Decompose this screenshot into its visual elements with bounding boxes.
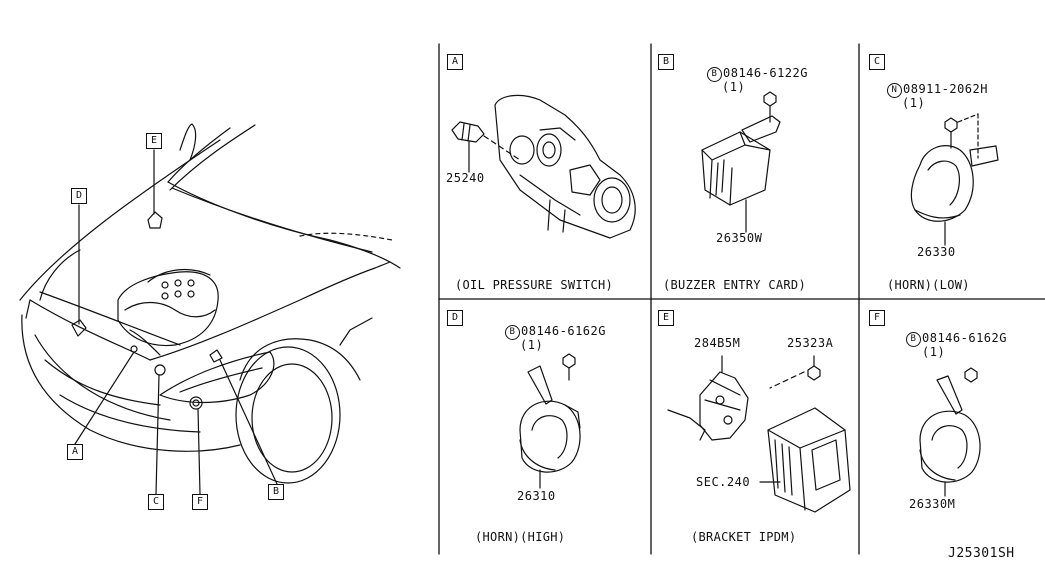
panel-e-part-bracket: 284B5M — [694, 336, 741, 350]
panel-b-letter: B — [658, 54, 674, 70]
panel-f-letter: F — [869, 310, 885, 326]
callout-f[interactable]: F — [192, 494, 208, 510]
panel-b-qty: (1) — [722, 80, 746, 94]
callout-d[interactable]: D — [71, 188, 87, 204]
callout-b[interactable]: B — [268, 484, 284, 500]
car-drawing — [20, 124, 400, 494]
panel-a-drawing — [452, 95, 635, 238]
panel-f-bolt-number: 08146-6162G — [922, 331, 1007, 345]
panel-d-qty: (1) — [520, 338, 544, 352]
panel-d-letter: D — [447, 310, 463, 326]
panel-c-bolt-number: 08911-2062H — [903, 82, 988, 96]
panel-a-letter: A — [447, 54, 463, 70]
callout-a[interactable]: A — [67, 444, 83, 460]
panel-a-part-number: 25240 — [446, 171, 485, 185]
panel-e-part-bolt: 25323A — [787, 336, 834, 350]
panel-c-part-number: 26330 — [917, 245, 956, 259]
panel-c-drawing — [911, 114, 998, 245]
panel-e-letter: E — [658, 310, 674, 326]
panel-f-part-number: 26330M — [909, 497, 956, 511]
panel-d-bolt-number: 08146-6162G — [521, 324, 606, 338]
panel-c-qty: (1) — [902, 96, 926, 110]
panel-b-bolt-number: 08146-6122G — [723, 66, 808, 80]
panel-e-part-sec: SEC.240 — [696, 475, 751, 489]
panel-f-qty: (1) — [922, 345, 946, 359]
panel-b-drawing — [702, 92, 780, 232]
panel-b-bolt-prefix: B — [707, 67, 722, 82]
panel-d-drawing — [520, 354, 580, 488]
panel-c-caption: (HORN)(LOW) — [887, 278, 970, 292]
callout-e[interactable]: E — [146, 133, 162, 149]
diagram-id: J25301SH — [948, 546, 1015, 561]
panel-d-bolt-prefix: B — [505, 325, 520, 340]
panel-e-caption: (BRACKET IPDM) — [691, 530, 797, 544]
panel-b-part-number: 26350W — [716, 231, 763, 245]
panel-f-bolt-prefix: B — [906, 332, 921, 347]
callout-c[interactable]: C — [148, 494, 164, 510]
panel-d-caption: (HORN)(HIGH) — [475, 530, 566, 544]
panel-a-caption: (OIL PRESSURE SWITCH) — [455, 278, 614, 292]
panel-b-caption: (BUZZER ENTRY CARD) — [663, 278, 806, 292]
panel-c-letter: C — [869, 54, 885, 70]
panel-f-drawing — [920, 368, 980, 496]
panel-e-drawing — [668, 356, 850, 512]
panel-grid — [439, 44, 1045, 554]
panel-d-part-number: 26310 — [517, 489, 556, 503]
panel-c-bolt-prefix: N — [887, 83, 902, 98]
